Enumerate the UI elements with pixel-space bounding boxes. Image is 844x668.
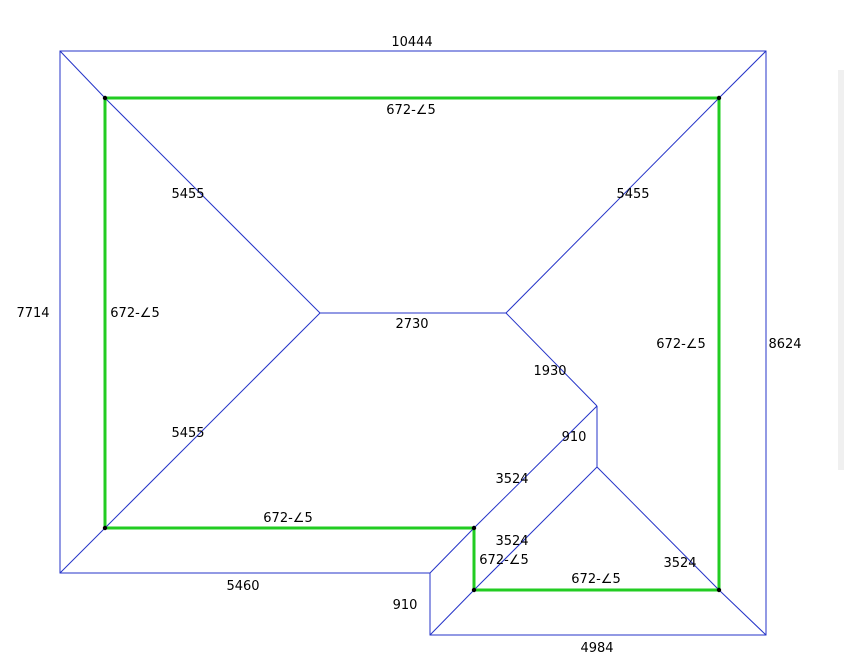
roof-lines bbox=[59, 50, 767, 636]
hip-bottom-right bbox=[596, 466, 720, 591]
point-inner-bottom bbox=[471, 587, 477, 593]
hip-top-left bbox=[104, 97, 321, 314]
label-bottom-right-edge: 4984 bbox=[580, 641, 613, 656]
label-top-edge: 10444 bbox=[391, 35, 432, 50]
label-valley-lower: 3524 bbox=[495, 472, 528, 487]
label-wall-bottom-left: 672-∠5 bbox=[263, 511, 312, 526]
hip-top-right bbox=[505, 97, 720, 314]
hip-inner bbox=[473, 466, 598, 591]
corner-line-bottom-right bbox=[718, 589, 767, 636]
corner-line-inner bbox=[429, 527, 475, 574]
label-wall-bottom-right: 672-∠5 bbox=[571, 572, 620, 587]
label-step-vertical: 910 bbox=[562, 430, 587, 445]
label-hip-top-right: 5455 bbox=[616, 187, 649, 202]
wall-lines bbox=[103, 96, 721, 592]
point-top-right bbox=[716, 95, 722, 101]
label-hip-inner: 3524 bbox=[495, 534, 528, 549]
point-inner-top bbox=[471, 525, 477, 531]
corner-line-top-right bbox=[718, 50, 767, 99]
corner-line-top-left bbox=[59, 50, 106, 99]
label-hip-bottom-left: 5455 bbox=[171, 426, 204, 441]
hip-bottom-left bbox=[104, 312, 321, 529]
label-right-edge: 8624 bbox=[768, 337, 801, 352]
label-hip-top-left: 5455 bbox=[171, 187, 204, 202]
label-wall-top: 672-∠5 bbox=[386, 103, 435, 118]
point-bottom-right bbox=[716, 587, 722, 593]
label-hip-bottom-right: 3524 bbox=[663, 556, 696, 571]
point-top-left bbox=[102, 95, 108, 101]
label-bottom-left-edge: 5460 bbox=[226, 579, 259, 594]
label-ridge: 2730 bbox=[395, 317, 428, 332]
corner-line-bottom-left bbox=[59, 527, 106, 574]
label-wall-right: 672-∠5 bbox=[656, 337, 705, 352]
side-panel-strip bbox=[838, 70, 844, 470]
valley-lower bbox=[473, 405, 598, 529]
point-bottom-left bbox=[102, 525, 108, 531]
label-wall-step: 672-∠5 bbox=[479, 553, 528, 568]
corner-line-bottom-step bbox=[429, 589, 475, 636]
valley-upper bbox=[505, 312, 598, 407]
dimension-labels: 10444 7714 8624 5460 910 4984 5455 5455 … bbox=[16, 35, 801, 656]
label-wall-left: 672-∠5 bbox=[110, 306, 159, 321]
label-valley-upper: 1930 bbox=[533, 364, 566, 379]
label-bottom-step-edge: 910 bbox=[393, 598, 418, 613]
label-left-edge: 7714 bbox=[16, 306, 49, 321]
corner-points bbox=[102, 95, 722, 593]
wall-outline bbox=[103, 96, 721, 592]
